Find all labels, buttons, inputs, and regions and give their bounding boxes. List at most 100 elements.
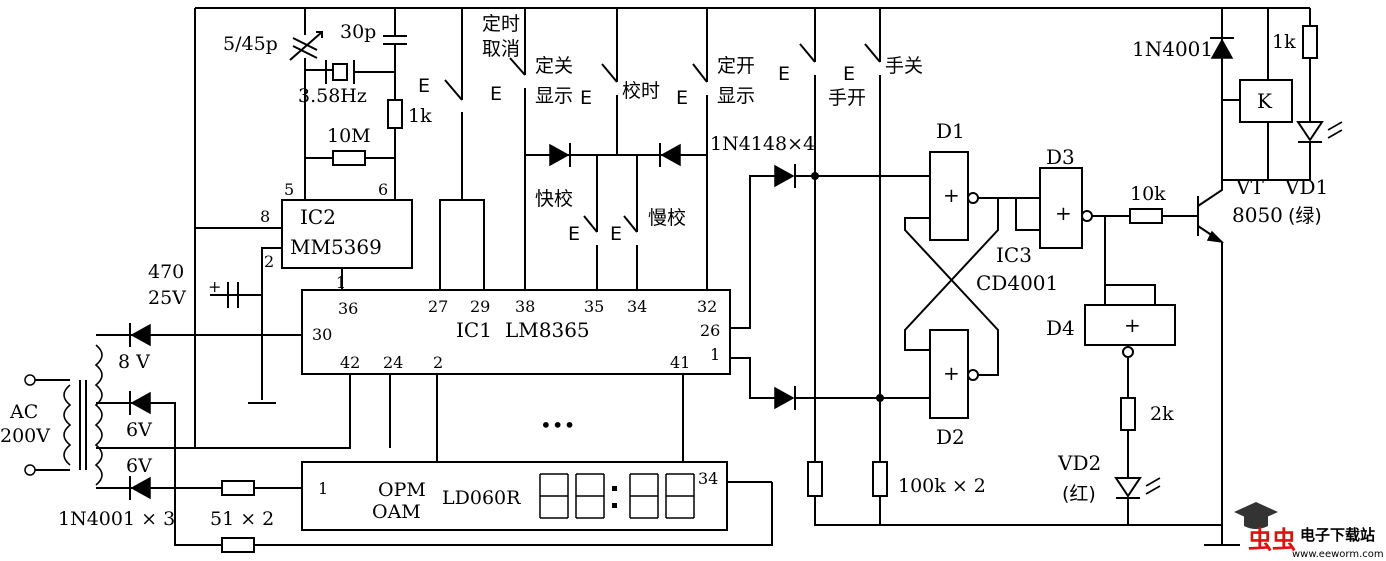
diode-1n4001-b xyxy=(129,391,151,415)
pin-ic1-24: 24 xyxy=(383,353,403,372)
label-d3: D3 xyxy=(1046,145,1075,169)
ic1-lm8365 xyxy=(301,289,731,375)
label-timer-cancel-1: 定时 xyxy=(482,13,520,35)
gate-d4 xyxy=(1084,304,1176,346)
label-ic3: IC3 xyxy=(996,243,1032,267)
diode-mid-1 xyxy=(549,143,571,167)
label-1k-led: 1k xyxy=(1272,31,1296,53)
label-trimmer: 5/45p xyxy=(223,33,278,55)
label-vd1: VD1 xyxy=(1284,175,1328,199)
pin-ic2-2: 2 xyxy=(264,252,274,271)
switch-mark-1: E xyxy=(418,75,430,97)
ac-terminal-bottom xyxy=(24,464,36,476)
label-off-display-1: 定关 xyxy=(535,55,573,77)
resistor-1k-led xyxy=(1302,25,1318,59)
diode-1n4001-top xyxy=(1210,37,1234,59)
label-calibrate: 校时 xyxy=(622,80,660,102)
switch-mark-8: E xyxy=(610,223,622,245)
gate-d4-plus: + xyxy=(1124,313,1141,337)
label-6v-b: 6V xyxy=(126,455,152,477)
label-d1: D1 xyxy=(936,119,965,143)
label-on-display-2: 显示 xyxy=(717,85,755,107)
display-oam: OAM xyxy=(372,501,421,523)
ic1-part: LM8365 xyxy=(505,318,590,342)
label-vd1-color: (绿) xyxy=(1288,205,1322,227)
pin-ic1-41: 41 xyxy=(670,353,690,372)
ic2-name: IC2 xyxy=(300,205,336,229)
label-ac: AC xyxy=(9,401,38,423)
label-timer-cancel-2: 取消 xyxy=(482,38,520,60)
ic2-part: MM5369 xyxy=(290,235,382,259)
diode-1n4148-b xyxy=(774,386,796,410)
label-vd2: VD2 xyxy=(1057,451,1101,475)
label-1k-osc: 1k xyxy=(408,105,432,127)
label-1n4001x3: 1N4001 × 3 xyxy=(58,508,175,530)
resistor-2k xyxy=(1120,397,1136,431)
cap-30p xyxy=(383,35,407,45)
diode-1n4001-a xyxy=(129,323,151,347)
gate-d2-plus: + xyxy=(943,361,960,385)
pin-ic2-1: 1 xyxy=(336,273,346,292)
label-cap-30p: 30p xyxy=(340,21,376,43)
ic1-name: IC1 xyxy=(456,318,492,342)
switch-mark-4: E xyxy=(676,87,688,109)
label-d2: D2 xyxy=(936,425,965,449)
resistor-100k-a xyxy=(807,461,823,497)
switch-mark-7: E xyxy=(568,223,580,245)
display-digits xyxy=(539,473,695,519)
pin-ic1-1: 1 xyxy=(710,345,720,364)
label-d4: D4 xyxy=(1046,316,1075,340)
pin-ic2-5: 5 xyxy=(284,180,294,199)
pin-disp-34: 34 xyxy=(698,469,718,488)
ac-terminal-top xyxy=(24,374,36,386)
diode-1n4001-c xyxy=(129,476,151,500)
display-part: LD060R xyxy=(442,487,521,509)
pin-disp-1: 1 xyxy=(318,479,328,498)
ellipsis-dots: ••• xyxy=(540,413,575,437)
pin-ic1-30: 30 xyxy=(312,325,332,344)
switch-mark-3: E xyxy=(580,87,592,109)
gate-d1 xyxy=(929,151,969,241)
label-2k: 2k xyxy=(1150,403,1174,425)
pin-ic1-34: 34 xyxy=(627,297,647,316)
gate-d2 xyxy=(929,329,969,419)
pin-ic1-29: 29 xyxy=(470,297,490,316)
label-vt: VT xyxy=(1235,175,1264,199)
label-fast-cal: 快校 xyxy=(535,188,573,210)
diode-1n4148-a xyxy=(774,164,796,188)
label-cap-470: 470 xyxy=(148,261,184,283)
watermark-site-cn: 电子下载站 xyxy=(1300,526,1375,544)
label-8v: 8 V xyxy=(118,351,150,373)
pin-ic1-38: 38 xyxy=(515,297,535,316)
led-vd1 xyxy=(1296,121,1343,143)
label-relay-k: K xyxy=(1257,89,1273,113)
label-cap-25v: 25V xyxy=(148,287,186,309)
pin-ic1-36: 36 xyxy=(338,299,358,318)
resistor-51-a xyxy=(221,480,255,496)
watermark-logo: 虫虫 xyxy=(1248,526,1296,554)
display-opm: OPM xyxy=(378,479,426,501)
pin-ic2-8: 8 xyxy=(260,207,270,226)
label-10m: 10M xyxy=(327,125,371,147)
label-off-display-2: 显示 xyxy=(535,85,573,107)
resistor-1k-osc xyxy=(387,99,403,129)
label-manual-off: 手关 xyxy=(885,55,923,77)
label-1n4001-top: 1N4001 xyxy=(1132,37,1213,61)
label-on-display-1: 定开 xyxy=(717,55,755,77)
watermark: 虫虫 电子下载站 www.eeworm.com xyxy=(1234,502,1384,560)
watermark-url: www.eeworm.com xyxy=(1292,549,1384,560)
crystal xyxy=(325,60,355,84)
cap-plus: + xyxy=(208,277,221,296)
led-vd2 xyxy=(1114,477,1161,499)
label-cd4001: CD4001 xyxy=(976,271,1058,295)
label-1n4148: 1N4148×4 xyxy=(710,133,815,155)
gate-d3 xyxy=(1039,167,1083,249)
pin-ic2-6: 6 xyxy=(378,180,388,199)
pin-ic1-26: 26 xyxy=(700,321,720,340)
gate-d1-plus: + xyxy=(943,183,960,207)
label-100kx2: 100k × 2 xyxy=(898,475,986,497)
label-manual-on: 手开 xyxy=(828,87,866,109)
label-slow-cal: 慢校 xyxy=(648,207,686,229)
transformer xyxy=(63,344,103,486)
